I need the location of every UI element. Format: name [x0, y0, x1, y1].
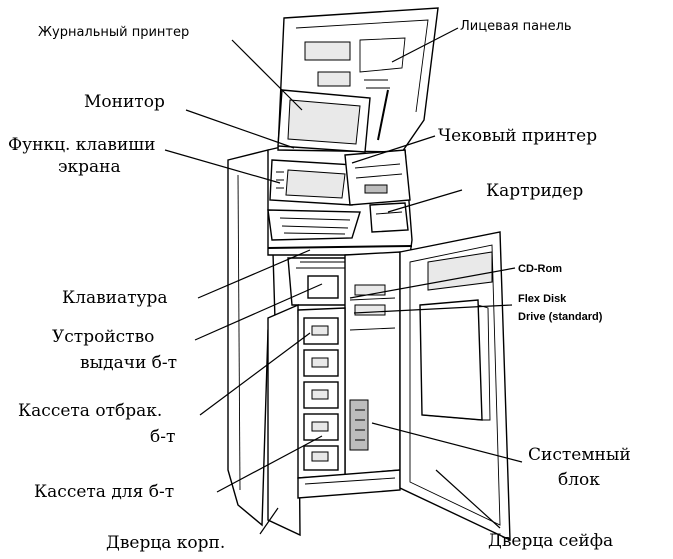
- label-monitor: Монитор: [84, 92, 165, 112]
- label-system-unit-2: блок: [558, 470, 600, 490]
- atm-machine-drawing: [227, 7, 511, 542]
- label-keyboard: Клавиатура: [62, 288, 168, 308]
- label-dispenser-1: Устройство: [52, 327, 154, 347]
- label-cassette: Кассета для б-т: [34, 482, 174, 502]
- label-card-reader: Картридер: [486, 181, 583, 201]
- label-flex-disk-2: Drive (standard): [518, 311, 603, 323]
- receipt-printer-drawing: [344, 149, 411, 206]
- label-flex-disk-1: Flex Disk: [518, 293, 567, 305]
- labels: Журнальный принтер Лицевая панель Монито…: [8, 19, 631, 553]
- label-reject-cassette-2: б-т: [150, 427, 175, 447]
- keyboard-drawing: [267, 209, 361, 241]
- label-front-panel: Лицевая панель: [460, 19, 572, 34]
- cabinet-door-drawing: [267, 303, 301, 537]
- label-journal-printer: Журнальный принтер: [38, 25, 189, 40]
- label-screen-function-keys-1: Функц. клавиши: [8, 135, 155, 155]
- label-cdrom: CD-Rom: [518, 263, 562, 275]
- cassette-stack: [303, 317, 339, 471]
- label-reject-cassette-1: Кассета отбрак.: [18, 401, 162, 421]
- label-cabinet-door: Дверца корп.: [106, 533, 225, 553]
- leader-lines: [164, 27, 523, 535]
- label-receipt-printer: Чековый принтер: [438, 126, 597, 146]
- label-system-unit-1: Системный: [528, 445, 631, 465]
- label-safe-door: Дверца сейфа: [488, 531, 613, 551]
- label-screen-function-keys-2: экрана: [58, 157, 121, 177]
- label-dispenser-2: выдачи б-т: [80, 353, 177, 373]
